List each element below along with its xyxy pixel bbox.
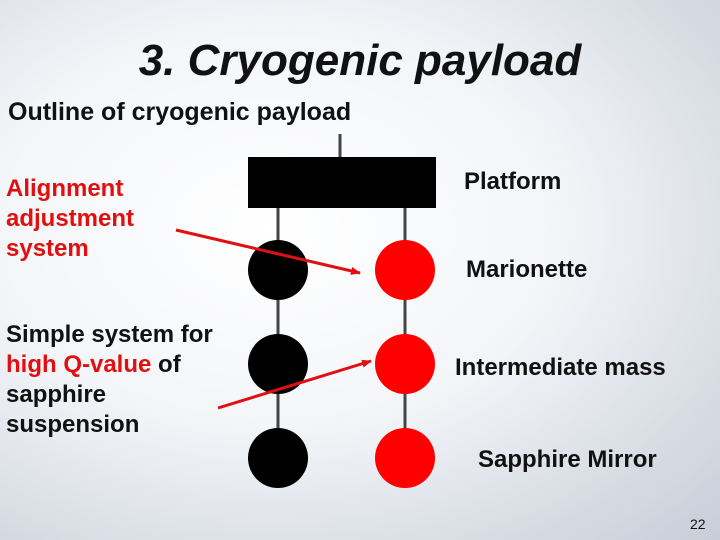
slide-title: 3. Cryogenic payload: [138, 36, 582, 85]
page-number: 22: [690, 516, 706, 532]
marionette-mass: [375, 240, 435, 300]
arrow-simple-to-intermediate: [217, 359, 372, 410]
label-sapphire-mirror: Sapphire Mirror: [478, 446, 657, 473]
note-simple-line1: Simple system for: [6, 321, 213, 348]
intermediate-mass: [375, 334, 435, 394]
label-marionette: Marionette: [466, 256, 588, 283]
label-intermediate-mass: Intermediate mass: [455, 354, 666, 381]
slide-subtitle: Outline of cryogenic payload: [8, 98, 352, 126]
note-simple-system: Simple system for high Q-value of sapphi…: [6, 320, 236, 440]
platform-block: [248, 157, 436, 208]
note-alignment: Alignment adjustment system: [6, 174, 176, 264]
left-intermediate-mass: [248, 334, 308, 394]
left-marionette-mass: [248, 240, 308, 300]
left-mirror-mass: [248, 428, 308, 488]
arrow-alignment-to-marionette: [175, 228, 361, 275]
label-platform: Platform: [464, 168, 562, 195]
note-alignment-text: Alignment adjustment system: [6, 175, 135, 262]
note-simple-line2: of sapphire suspension: [6, 351, 181, 438]
note-simple-highlight: high Q-value: [6, 351, 152, 378]
sapphire-mirror-mass: [375, 428, 435, 488]
